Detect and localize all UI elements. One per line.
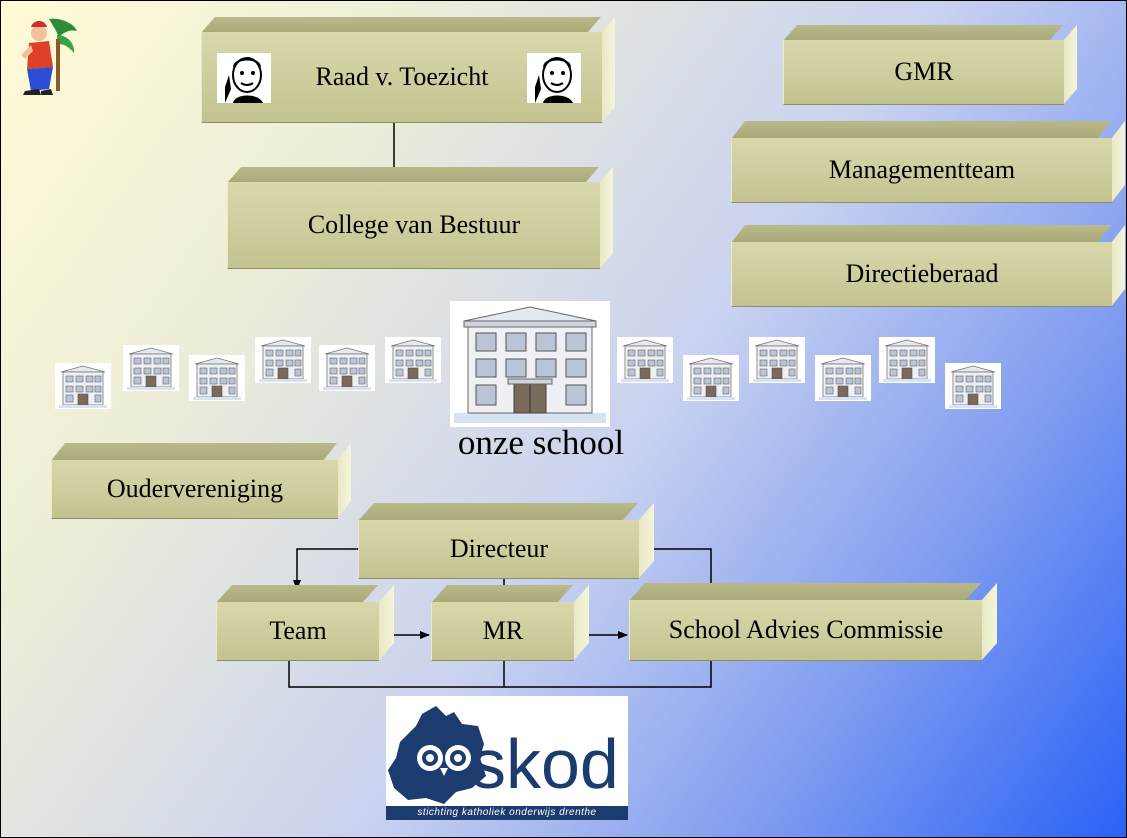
box-directieberaad: Directieberaad (731, 225, 1125, 307)
box-managementteam-label: Managementteam (731, 138, 1112, 203)
box-managementteam: Managementteam (731, 121, 1125, 203)
school-building-icon (189, 355, 245, 401)
box-college-van-bestuur: College van Bestuur (227, 167, 613, 269)
school-building-icon (945, 363, 1001, 409)
box-directieberaad-label: Directieberaad (731, 242, 1112, 307)
school-building-icon-main (450, 301, 610, 427)
box-college-van-bestuur-label: College van Bestuur (227, 182, 600, 269)
cartoon-face-icon-right (527, 53, 581, 103)
skod-drenthe-map-icon (388, 706, 486, 804)
school-building-icon (319, 345, 375, 391)
cartoon-face-icon-left (217, 53, 271, 103)
box-team: Team (216, 585, 394, 661)
school-building-icon (683, 355, 739, 401)
school-building-icon (879, 337, 935, 383)
box-gmr-label: GMR (783, 40, 1064, 105)
box-mr: MR (431, 585, 589, 661)
skod-tagline: stichting katholiek onderwijs drenthe (386, 806, 628, 820)
school-building-icon (617, 337, 673, 383)
skod-wordmark: skod (471, 725, 619, 803)
school-caption: onze school (457, 423, 625, 462)
box-mr-label: MR (431, 602, 574, 661)
school-building-icon (55, 363, 111, 409)
box-directeur-label: Directeur (358, 520, 639, 579)
school-building-icon (255, 337, 311, 383)
box-oudervereniging: Oudervereniging (51, 443, 351, 519)
box-oudervereniging-label: Oudervereniging (51, 460, 338, 519)
box-directeur: Directeur (358, 503, 654, 579)
school-building-icon (385, 337, 441, 383)
school-building-icon (815, 355, 871, 401)
box-school-advies-commissie-label: School Advies Commissie (629, 600, 982, 661)
box-gmr: GMR (783, 25, 1077, 105)
clipart-figure-icon (21, 18, 77, 95)
school-building-icon (123, 345, 179, 391)
school-building-icon (749, 337, 805, 383)
box-school-advies-commissie: School Advies Commissie (629, 583, 997, 661)
box-team-label: Team (216, 602, 379, 661)
skod-logo (386, 696, 628, 820)
